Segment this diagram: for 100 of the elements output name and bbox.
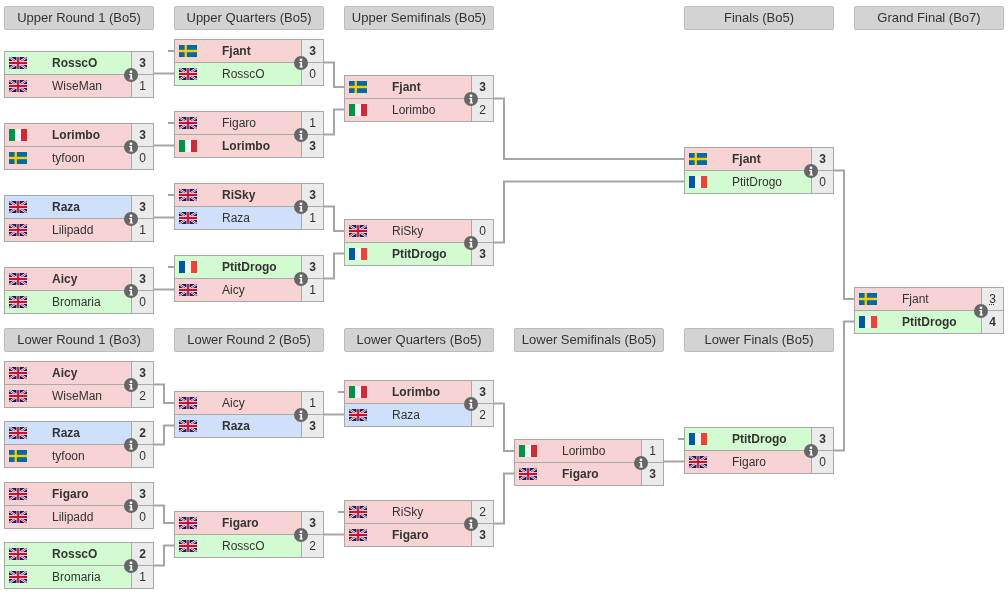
player-row [685, 170, 833, 193]
player-name: Fjant [222, 44, 251, 58]
connector-line [833, 169, 855, 300]
player-row [175, 62, 323, 85]
player-name: Bromaria [52, 570, 101, 584]
player-name: WiseMan [52, 79, 102, 93]
match-box [174, 255, 324, 302]
player-name: Figaro [392, 528, 429, 542]
score-cell: 3 [301, 512, 323, 534]
player-name: Figaro [222, 116, 256, 130]
match-box [174, 511, 324, 558]
connector-line [323, 413, 345, 416]
round-header: Upper Semifinals (Bo5) [344, 6, 494, 30]
player-row [5, 384, 153, 407]
connector-line [493, 402, 515, 452]
connector-line [663, 460, 685, 463]
player-row [175, 534, 323, 557]
player-name: Lorimbo [222, 139, 270, 153]
connector-line [153, 144, 175, 147]
connector-line [323, 205, 345, 232]
score-cell: 3 [811, 148, 833, 170]
player-row [345, 76, 493, 98]
score-cell: 3 [301, 256, 323, 278]
player-name: Lorimbo [52, 128, 100, 142]
match-box [514, 439, 664, 486]
player-name: Fjant [732, 152, 761, 166]
player-row [685, 428, 833, 450]
player-name: Aicy [222, 283, 245, 297]
connector-line [493, 97, 685, 160]
player-name: PtitDrogo [732, 432, 787, 446]
connector-line [677, 438, 685, 440]
player-row [175, 112, 323, 134]
connector-line [153, 216, 175, 219]
player-name: Figaro [52, 487, 89, 501]
score-cell: 3 [471, 381, 493, 403]
player-row [5, 218, 153, 241]
score-cell: 0 [471, 220, 493, 242]
player-row [175, 184, 323, 206]
player-row [5, 290, 153, 313]
match-box [174, 183, 324, 230]
player-row [515, 440, 663, 462]
player-row [5, 505, 153, 528]
connector-line [493, 472, 515, 525]
connector-line [323, 533, 345, 536]
round-header: Finals (Bo5) [684, 6, 834, 30]
round-header: Lower Finals (Bo5) [684, 328, 834, 352]
score-cell: 1 [301, 392, 323, 414]
player-row [175, 414, 323, 437]
score-cell: 3 [301, 40, 323, 62]
player-name: PtitDrogo [902, 315, 957, 329]
match-box [174, 111, 324, 158]
player-name: Raza [52, 426, 80, 440]
connector-line [153, 504, 175, 524]
player-row [5, 565, 153, 588]
player-name: RosscO [222, 67, 265, 81]
connector-line [323, 108, 345, 136]
player-row [5, 196, 153, 218]
score-cell: 3 [131, 196, 153, 218]
round-header: Lower Round 2 (Bo5) [174, 328, 324, 352]
player-name: Lorimbo [392, 103, 436, 117]
player-name: Raza [52, 200, 80, 214]
player-row [175, 278, 323, 301]
player-name: Figaro [562, 467, 599, 481]
player-row [5, 362, 153, 384]
player-name: RiSky [222, 188, 256, 202]
player-name: PtitDrogo [732, 175, 783, 189]
score-cell: 3 [131, 268, 153, 290]
player-name: RiSky [392, 505, 424, 519]
player-name: Aicy [222, 396, 245, 410]
player-name: Lilipadd [52, 510, 94, 524]
connector-line [833, 320, 855, 452]
match-box [344, 219, 494, 266]
match-box [684, 147, 834, 194]
match-box [4, 123, 154, 170]
connector-line [153, 383, 175, 404]
connector-line [167, 266, 175, 268]
player-row [175, 512, 323, 534]
score-cell: 3 [301, 184, 323, 206]
score-cell: 1 [641, 440, 663, 462]
player-row [345, 242, 493, 265]
connector-line [167, 50, 175, 52]
player-name: Lorimbo [392, 385, 440, 399]
player-row [175, 256, 323, 278]
player-row [5, 543, 153, 565]
player-name: Aicy [52, 272, 78, 286]
player-name: RiSky [392, 224, 424, 238]
player-row [345, 403, 493, 426]
player-name: WiseMan [52, 389, 102, 403]
score-cell: 3 [131, 362, 153, 384]
player-row [345, 220, 493, 242]
player-row [175, 206, 323, 229]
player-row [5, 146, 153, 169]
score-cell: 3 [981, 288, 1003, 310]
player-name: Fjant [392, 80, 421, 94]
match-box [4, 482, 154, 529]
score-cell: 3 [471, 76, 493, 98]
player-name: RosscO [222, 539, 265, 553]
connector-line [153, 72, 175, 75]
score-cell: 2 [471, 501, 493, 523]
round-header: Upper Round 1 (Bo5) [4, 6, 154, 30]
